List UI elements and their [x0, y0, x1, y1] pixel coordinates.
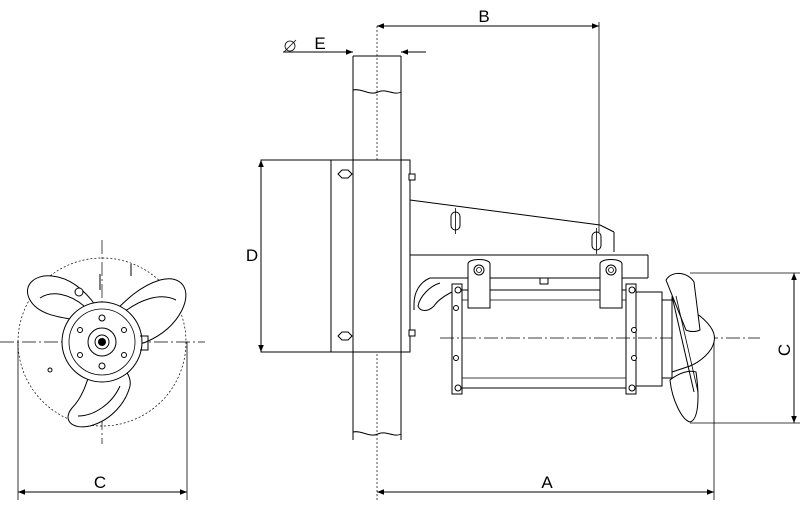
side-view: B E D C A [246, 7, 800, 500]
diameter-symbol [284, 40, 296, 52]
dim-c-front-label: C [94, 473, 106, 492]
dim-c-side: C [690, 272, 800, 424]
dim-b: B [377, 7, 600, 232]
bracket-bolt-bottom [337, 331, 353, 341]
bracket-nut-top [408, 173, 416, 181]
mounting-bracket [260, 159, 411, 353]
blade-right-edge [123, 296, 177, 313]
motor-housing [417, 259, 673, 395]
blade-upper-left-edge [39, 293, 85, 307]
hub-hole-left-top [77, 327, 83, 333]
bracket-nut-bottom [408, 329, 416, 337]
dim-a-label: A [541, 473, 553, 492]
side-detail [47, 367, 53, 373]
hub-hole-right-top [121, 327, 127, 333]
bracket-bolt-top [337, 169, 353, 179]
hub-center [98, 338, 106, 346]
dim-d: D [246, 160, 264, 352]
blade-lower-edge [77, 385, 121, 417]
hub-hole-left-bottom [77, 352, 83, 358]
dim-d-label: D [246, 246, 258, 265]
side-bracket [140, 335, 149, 351]
support-arm [409, 199, 649, 310]
dim-e: E [283, 34, 426, 55]
dim-b-label: B [478, 7, 489, 26]
dim-c-side-label: C [775, 344, 794, 356]
dim-a: A [377, 342, 715, 500]
propeller-side [665, 273, 715, 423]
dim-e-label: E [314, 34, 325, 53]
front-view: C [0, 240, 205, 500]
hub-hole-top [98, 314, 106, 322]
hub-hole-bottom [98, 362, 106, 370]
hub-hole-right-bottom [121, 352, 127, 358]
top-bolt [74, 287, 84, 297]
hub-ring [68, 308, 136, 376]
